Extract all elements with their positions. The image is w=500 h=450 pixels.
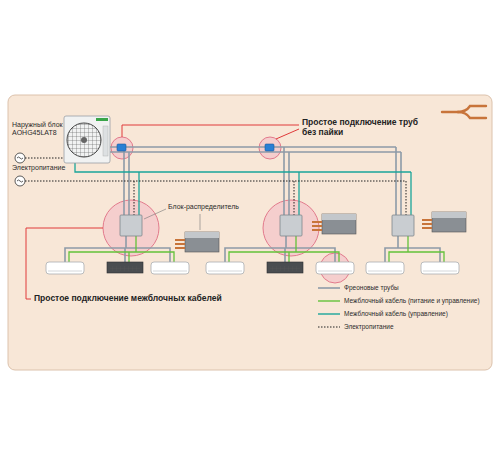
distributor-unit (422, 220, 432, 228)
ducted-indoor-unit (270, 266, 300, 271)
power-source-symbol (17, 157, 23, 159)
power-line (25, 181, 406, 215)
leader-line (276, 129, 299, 139)
part-label: Блок-распределитель (168, 203, 239, 211)
refrigerant-pipe (385, 236, 440, 262)
pipe-fitting (117, 144, 126, 151)
y-branch-pipe (442, 106, 486, 118)
wall-indoor-unit (421, 262, 459, 274)
distributor-unit (185, 232, 219, 252)
ducted-indoor-unit (107, 262, 303, 273)
outdoor-unit (96, 118, 108, 121)
y-branch-pipe (458, 112, 486, 118)
control-cable (75, 163, 411, 215)
legend-label: Межблочный кабель (управление) (344, 310, 448, 318)
power-source-symbol (15, 153, 25, 163)
branch-box (392, 215, 414, 236)
legend-sample (318, 327, 340, 328)
outdoor-unit (103, 126, 108, 156)
refrigerant-pipe (110, 152, 401, 215)
power-control-cable (69, 236, 174, 262)
legend-label: Фреоновые трубы (344, 284, 399, 292)
control-cable (75, 163, 411, 215)
power-line (25, 158, 64, 159)
distributor-unit (432, 212, 466, 218)
wall-indoor-unit (206, 262, 244, 274)
distributor-unit (185, 232, 219, 238)
power-control-cable (229, 236, 339, 262)
legend-label: Межблочный кабель (питание и управление) (344, 297, 480, 305)
unit-label: Наружный блок AOHG45LAT8 (12, 121, 63, 138)
power-label: Электропитание (12, 164, 65, 172)
distributor-unit (322, 214, 356, 220)
legend-sample (318, 313, 340, 314)
leader-line (122, 125, 299, 137)
refrigerant-pipe (225, 236, 335, 262)
legend-sample (318, 300, 340, 301)
branch-box (120, 215, 142, 236)
leader-line (26, 228, 103, 299)
wall-indoor-unit (151, 262, 189, 274)
power-source-symbol (15, 176, 25, 186)
y-branch-pipe (458, 106, 486, 112)
wall-indoor-unit (316, 262, 354, 274)
distributor-unit (175, 212, 466, 252)
panel-background (8, 95, 492, 370)
outdoor-unit (67, 123, 101, 157)
leader-line (144, 209, 200, 230)
wall-indoor-unit (366, 262, 404, 274)
power-line (25, 158, 406, 215)
y-branch-pipe (442, 111, 458, 113)
wall-indoor-unit (46, 262, 459, 274)
power-control-cable (389, 236, 444, 262)
branch-box (120, 215, 414, 236)
leader-line (200, 214, 201, 230)
legend-sample (318, 287, 340, 289)
callout-text: Простое подключение межблочных кабелей (34, 293, 222, 303)
pipe-fitting (117, 144, 274, 151)
outdoor-unit (81, 137, 87, 143)
power-source-symbol (17, 180, 23, 182)
power-control-cable (69, 236, 444, 262)
legend-sample (318, 288, 340, 327)
outdoor-unit (64, 116, 110, 163)
ducted-indoor-unit (267, 262, 303, 273)
wall-indoor-unit (46, 262, 84, 274)
callout-text: Простое подключение труб без пайки (302, 117, 430, 137)
legend-label: Электропитание (344, 323, 394, 331)
pipe-fitting (265, 144, 274, 151)
refrigerant-pipe (65, 236, 170, 262)
ducted-indoor-unit (110, 266, 140, 271)
branch-box (280, 215, 302, 236)
highlight-circle (103, 137, 350, 283)
ducted-indoor-unit (107, 262, 143, 273)
refrigerant-pipe (65, 147, 440, 262)
distributor-unit (312, 222, 322, 230)
distributor-unit (175, 240, 185, 248)
distributor-unit (322, 214, 356, 234)
leader-line (144, 209, 166, 219)
distributor-unit (432, 212, 466, 232)
highlight-circle (259, 137, 281, 159)
outdoor-unit (64, 116, 110, 163)
